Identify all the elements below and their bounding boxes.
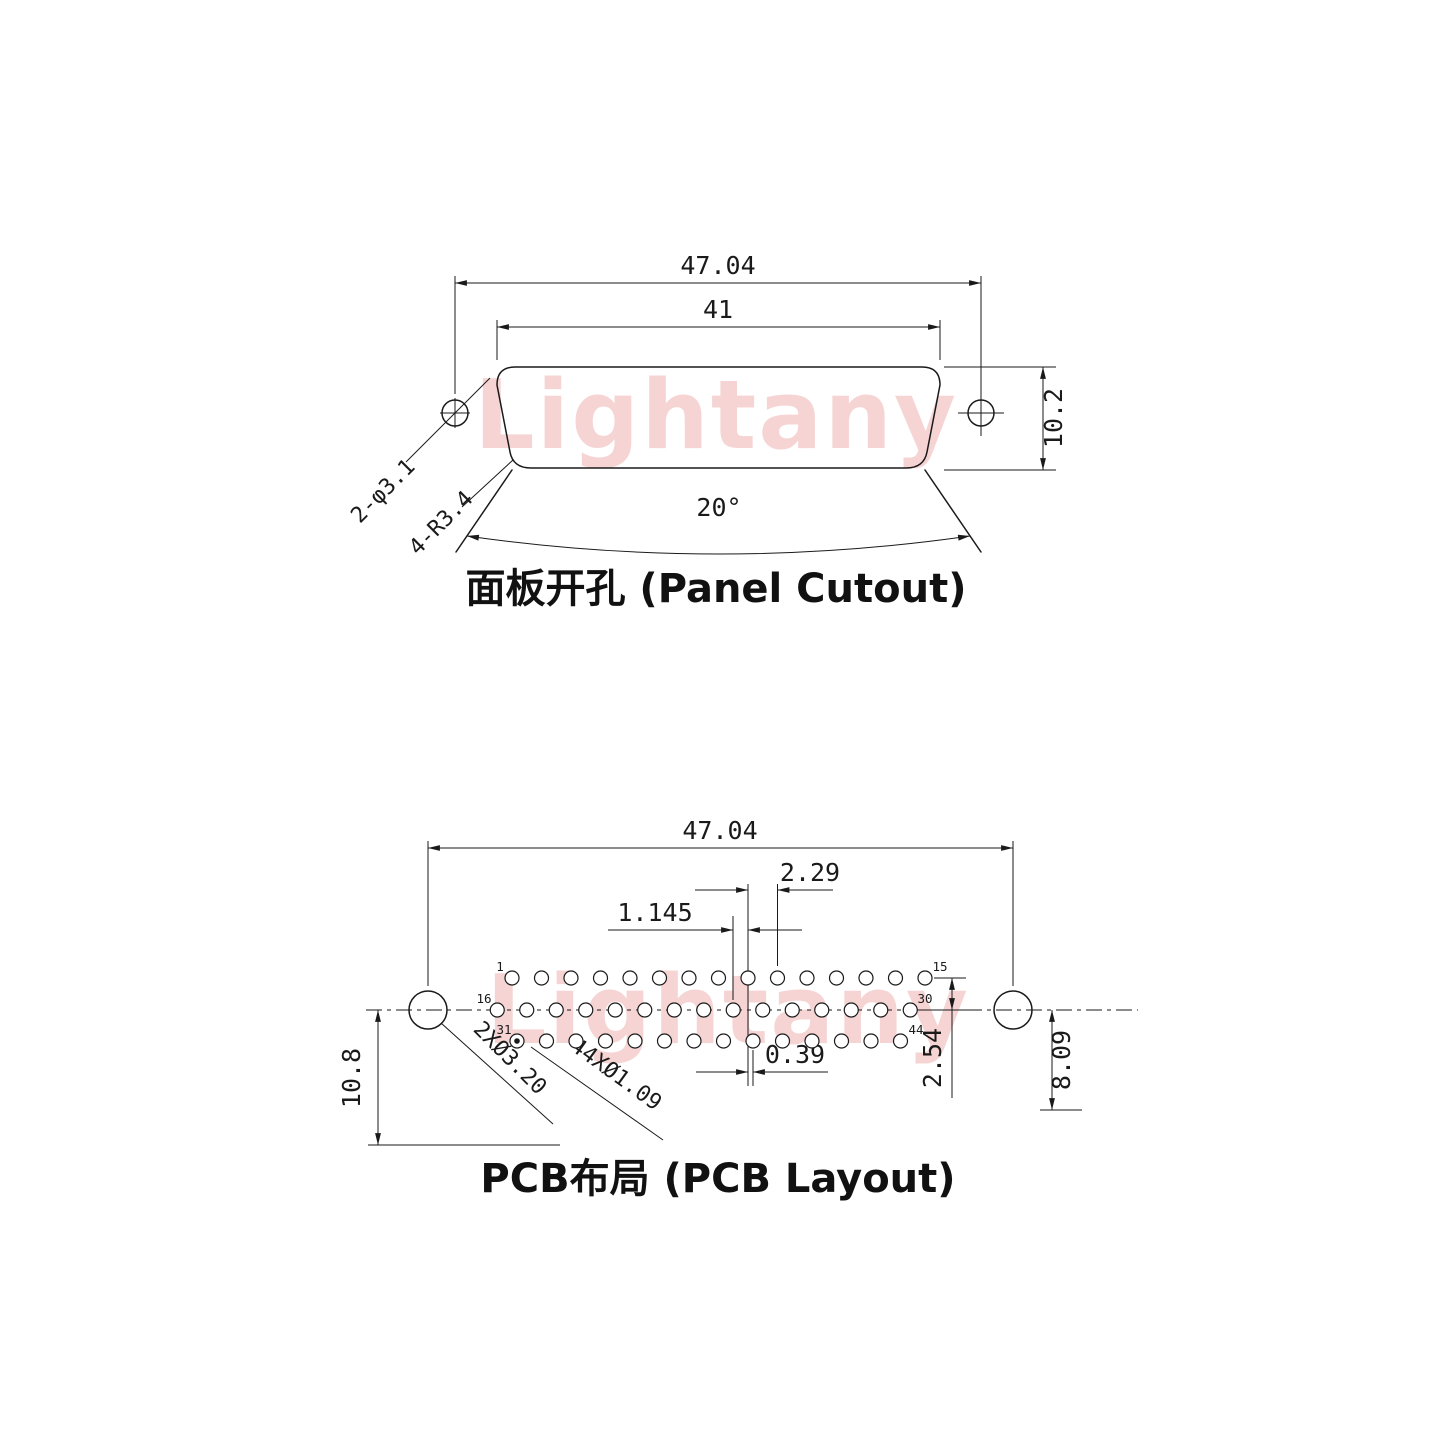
pin-hole: [799, 970, 815, 986]
dim-inner-width: 41: [496, 295, 941, 360]
pin-hole: [725, 1002, 741, 1018]
pin-31-marker: [514, 1038, 520, 1044]
dim-cutout-height: 10.2: [944, 366, 1068, 471]
pin-hole: [863, 1033, 879, 1049]
dim-cutout-height-value: 10.2: [1039, 388, 1068, 448]
pin-hole: [804, 1033, 820, 1049]
pin-hole: [666, 1002, 682, 1018]
dim-center-to-edge-right-value: 8.09: [1047, 1030, 1076, 1090]
pin-hole: [828, 970, 845, 986]
mount-hole-callout-label: 2-φ3.1: [346, 454, 420, 528]
dim-outer-width: 47.04: [454, 251, 982, 394]
pin-hole: [533, 970, 550, 986]
pin-hole: [592, 970, 609, 986]
pin-label-row3-first: 31: [496, 1022, 511, 1037]
dim-row-offset: 0.39: [696, 1040, 828, 1075]
pin-hole: [681, 970, 697, 986]
dim-center-to-edge-left: 10.8: [337, 1010, 560, 1146]
pin-hole: [696, 1002, 712, 1018]
dim-flare-angle-value: 20°: [696, 493, 741, 522]
pin-hole: [873, 1002, 889, 1018]
dim-row-spacing-value: 2.54: [918, 1028, 947, 1088]
pin-hole: [784, 1002, 800, 1018]
corner-radius-callout-label: 4-R3.4: [404, 486, 478, 560]
dim-center-to-edge-left-value: 10.8: [337, 1048, 366, 1108]
panel-cutout-title: 面板开孔 (Panel Cutout): [466, 566, 967, 612]
dim-outer-width-value: 47.04: [680, 251, 755, 280]
pin-hole: [563, 970, 579, 986]
dim-pcb-width-value: 47.04: [682, 816, 757, 845]
pin-hole: [656, 1033, 673, 1049]
pin-label-row3-last: 44: [908, 1022, 923, 1037]
pin-hole: [858, 970, 874, 986]
dsub-cutout-outline: [496, 366, 941, 469]
pin-label-row1-last: 15: [932, 959, 947, 974]
dim-pin-pitch-value: 2.29: [780, 858, 840, 887]
pin-hole: [755, 1002, 771, 1018]
pin-hole-grid: [489, 970, 933, 1049]
pin-label-row2-last: 30: [917, 991, 932, 1006]
pin-hole: [833, 1033, 850, 1049]
pin-hole: [917, 970, 933, 986]
dim-inner-width-value: 41: [703, 295, 733, 324]
pin-hole: [769, 970, 786, 986]
pin-hole: [887, 970, 904, 986]
pin-hole: [597, 1033, 614, 1049]
pin-label-row2-first: 16: [476, 991, 491, 1006]
watermark-text: Lightany: [474, 361, 958, 471]
pin-hole: [740, 970, 756, 986]
pin-hole: [843, 1002, 859, 1018]
pin-hole: [568, 1033, 584, 1049]
pin-hole: [892, 1033, 909, 1049]
dim-pcb-width: 47.04: [427, 816, 1014, 986]
dim-row-spacing: 2.54: [918, 977, 966, 1098]
pin-hole: [548, 1002, 564, 1018]
pin-hole: [607, 1002, 623, 1018]
pin-hole: [774, 1033, 791, 1049]
pcb-layout-title: PCB布局 (PCB Layout): [480, 1156, 955, 1202]
pin-hole: [519, 1002, 535, 1018]
panel-cutout-drawing: Lightany 47.04 41: [346, 251, 1068, 612]
pin-hole: [902, 1002, 918, 1018]
dim-center-to-edge-right: 8.09: [1040, 1010, 1082, 1111]
dim-flare-angle: 20°: [455, 469, 982, 555]
pcb-mount-hole-left: [408, 990, 448, 1030]
pin-hole: [637, 1002, 653, 1018]
dim-pin-pitch: 2.29: [695, 858, 840, 893]
pin-hole: [538, 1033, 555, 1049]
pin-hole: [715, 1033, 732, 1049]
pin-hole: [686, 1033, 702, 1049]
panel-mount-hole-right: [958, 390, 1004, 436]
pin-hole: [814, 1002, 830, 1018]
pin-hole: [489, 1002, 505, 1018]
corner-radius-callout: 4-R3.4: [404, 459, 514, 560]
pin-hole: [622, 970, 638, 986]
pin-hole: [504, 970, 520, 986]
pcb-layout-drawing: Lightany 47.04 2.29: [337, 816, 1138, 1202]
pin-hole: [745, 1033, 761, 1049]
dim-half-pitch-value: 1.145: [617, 898, 692, 927]
pin-label-row1-first: 1: [496, 959, 504, 974]
pin-hole: [578, 1002, 594, 1018]
pin-hole: [710, 970, 727, 986]
pin-hole: [627, 1033, 643, 1049]
pcb-mount-hole-right: [993, 990, 1033, 1030]
dim-half-pitch: 1.145: [608, 898, 802, 933]
pin-hole: [651, 970, 668, 986]
